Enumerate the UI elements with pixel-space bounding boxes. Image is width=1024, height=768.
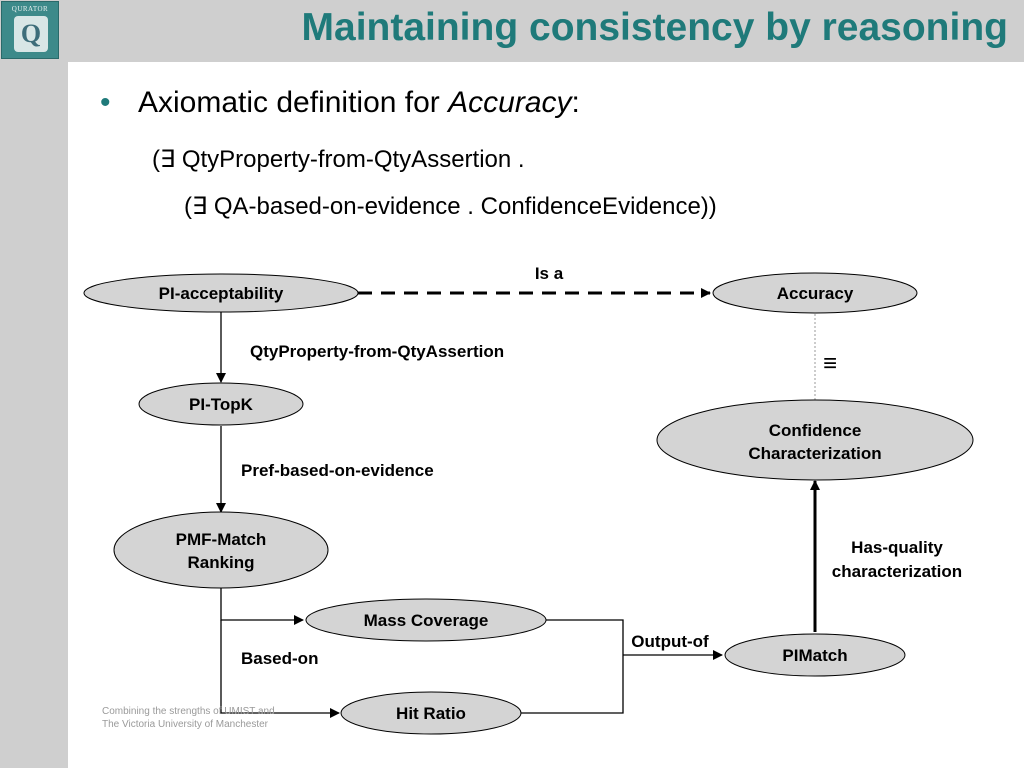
edge-pmf-to-hit-ratio — [220, 620, 340, 718]
node-confidence-label-2: Characterization — [748, 444, 881, 463]
footer-line-2: The Victoria University of Manchester — [102, 719, 268, 730]
left-band — [0, 0, 68, 768]
footer-line-1: Combining the strengths of UMIST and — [102, 706, 275, 717]
node-pimatch-label: PIMatch — [782, 646, 847, 665]
node-pmf-label-1: PMF-Match — [176, 530, 267, 549]
slide-footer: Combining the strengths of UMIST and The… — [102, 705, 275, 731]
bullet-suffix: : — [571, 86, 580, 119]
label-has-quality-1: Has-quality — [851, 538, 943, 557]
label-has-quality-2: characterization — [832, 562, 962, 581]
node-accuracy-label: Accuracy — [777, 284, 854, 303]
node-mass-coverage-label: Mass Coverage — [364, 611, 489, 630]
label-is-a: Is a — [535, 264, 564, 283]
edge-pmf-to-mass-coverage — [220, 588, 304, 625]
label-pref-based: Pref-based-on-evidence — [241, 461, 434, 480]
node-confidence-characterization: Confidence Characterization — [656, 399, 974, 481]
edge-hit-ratio-to-junction — [521, 655, 624, 714]
node-pmf-label-2: Ranking — [187, 553, 254, 572]
bullet-prefix: Axiomatic definition for — [138, 86, 449, 119]
node-mass-coverage: Mass Coverage — [305, 598, 547, 642]
definition-line-2: (∃ QA-based-on-evidence . ConfidenceEvid… — [184, 193, 717, 220]
bullet-axiomatic-definition: • Axiomatic definition for Accuracy: — [100, 86, 580, 120]
logo-label: QURATOR — [11, 5, 49, 13]
node-pi-acceptability-label: PI-acceptability — [159, 284, 284, 303]
title-band — [0, 0, 1024, 62]
edge-mass-coverage-to-junction — [546, 619, 624, 655]
label-qty-property: QtyProperty-from-QtyAssertion — [250, 342, 504, 361]
node-pi-topk: PI-TopK — [138, 382, 304, 426]
node-pmf-match-ranking: PMF-Match Ranking — [113, 511, 329, 589]
bullet-emphasis: Accuracy — [448, 86, 572, 119]
node-hit-ratio-label: Hit Ratio — [396, 704, 466, 723]
label-equivalence: ≡ — [823, 350, 837, 377]
node-accuracy: Accuracy — [712, 272, 918, 314]
node-confidence-label-1: Confidence — [769, 421, 862, 440]
logo-q-icon: Q — [14, 16, 48, 52]
node-hit-ratio: Hit Ratio — [340, 691, 522, 735]
node-pi-topk-label: PI-TopK — [189, 395, 254, 414]
label-based-on: Based-on — [241, 649, 318, 668]
slide-title: Maintaining consistency by reasoning — [301, 6, 1008, 49]
node-pimatch: PIMatch — [724, 633, 906, 677]
label-output-of: Output-of — [631, 632, 709, 651]
qurator-logo: QURATOR Q — [1, 1, 59, 59]
definition-line-1: (∃ QtyProperty-from-QtyAssertion . — [152, 146, 525, 173]
bullet-dot-icon: • — [100, 86, 111, 119]
node-pi-acceptability: PI-acceptability — [83, 273, 359, 313]
